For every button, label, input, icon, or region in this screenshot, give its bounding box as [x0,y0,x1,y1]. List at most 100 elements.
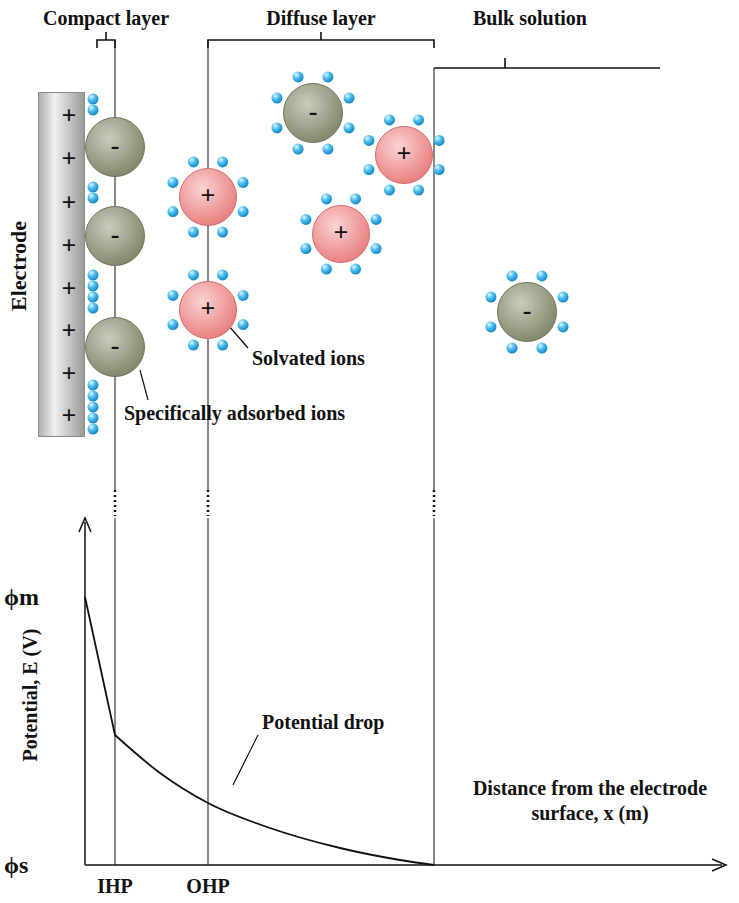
solvent-dot [384,114,395,125]
solvent-dot [88,193,99,204]
solvent-dot [88,94,99,105]
solvent-dot [188,156,199,167]
solvent-dot [238,290,249,301]
potential-curve [85,597,434,865]
solvent-dot [88,380,99,391]
plane-line [115,518,434,865]
arrow-head [79,518,91,532]
solvent-dot [558,292,569,303]
solvent-dot [88,402,99,413]
solvent-dot [188,227,199,238]
solvent-dot [322,71,333,82]
plane-lines [115,40,434,865]
solvent-dot [217,269,228,280]
solvent-dot [300,214,311,225]
solvent-dot [88,182,99,193]
leader-line [140,370,148,400]
solvent-dot [507,343,518,354]
solvent-dot [88,292,99,303]
charge-sign: + [62,318,77,344]
axis-title: Potential, E (V) [18,629,43,762]
solvent-dot [350,264,361,275]
diffuse-bracket [208,32,434,48]
layer-brackets [97,32,660,68]
cation: + [375,126,433,184]
solvent-dot [371,214,382,225]
ion-circle [284,84,343,143]
charge-sign: + [201,183,216,209]
anion: - [85,317,145,377]
ion-circle [376,127,433,184]
cation: + [179,168,237,226]
solvent-dot [167,177,178,188]
solvent-dot [88,413,99,424]
solvent-dot [536,343,547,354]
electrode: Electrode++++++++ [38,92,85,437]
leader-lines [140,318,258,785]
solvent-dot [413,114,424,125]
charge-sign: - [309,99,318,125]
solvent-dot [88,281,99,292]
plane-line [115,40,434,490]
solvent-dot [321,264,332,275]
ion-circle [86,207,145,266]
solvent-dot [371,243,382,254]
callout-label: Solvated ions [252,346,365,371]
solvent-dot [167,206,178,217]
charge-sign: - [111,333,120,359]
charge-sign: - [111,133,120,159]
solvent-dot [88,270,99,281]
electrode-label: Electrode [8,221,30,311]
solvent-dot [507,270,518,281]
charge-sign: + [62,103,77,129]
solvent-dot [271,122,282,133]
solvent-dot [217,340,228,351]
cation: + [179,281,237,339]
y-axis [84,522,86,865]
charge-sign: - [111,222,120,248]
ion-circle [498,283,557,342]
solvent-dot [238,206,249,217]
charge-sign: + [201,296,216,322]
solvent-dot [238,177,249,188]
ion-circle [86,118,145,177]
solvent-dot [363,135,374,146]
charge-sign: - [523,298,532,324]
solvent-dot [188,269,199,280]
anion: - [497,282,557,342]
solvent-dot [344,122,355,133]
ion-circle [180,169,237,226]
anion: - [283,83,343,143]
solvent-dot [344,93,355,104]
solvent-dot [413,185,424,196]
arrow-head [712,859,726,871]
potential-symbol: ϕm [4,582,39,612]
potential-symbol: ϕs [4,850,28,880]
x-axis [85,864,722,866]
solvent-dot [88,424,99,435]
solvent-dot [293,71,304,82]
solvent-dot [293,144,304,155]
solvent-molecules [88,71,569,434]
solvent-dot [434,135,445,146]
anion: - [85,117,145,177]
solvent-dot [384,185,395,196]
plane-dots [115,490,434,516]
layer-title: Diffuse layer [266,6,375,31]
solvent-dot [485,321,496,332]
compact-bracket [97,32,115,48]
cation: + [312,205,370,263]
ion-circle [313,206,370,263]
solvent-dot [300,243,311,254]
solvent-dot [167,290,178,301]
solvent-dot [217,156,228,167]
charge-sign: + [334,220,349,246]
solvent-dot [363,164,374,175]
plane-name: OHP [186,874,229,899]
charge-sign: + [62,233,77,259]
solvent-dot [485,292,496,303]
solvent-dot [321,193,332,204]
charge-sign: + [62,403,77,429]
callout-label: Specifically adsorbed ions [124,401,345,426]
charge-sign: + [62,276,77,302]
